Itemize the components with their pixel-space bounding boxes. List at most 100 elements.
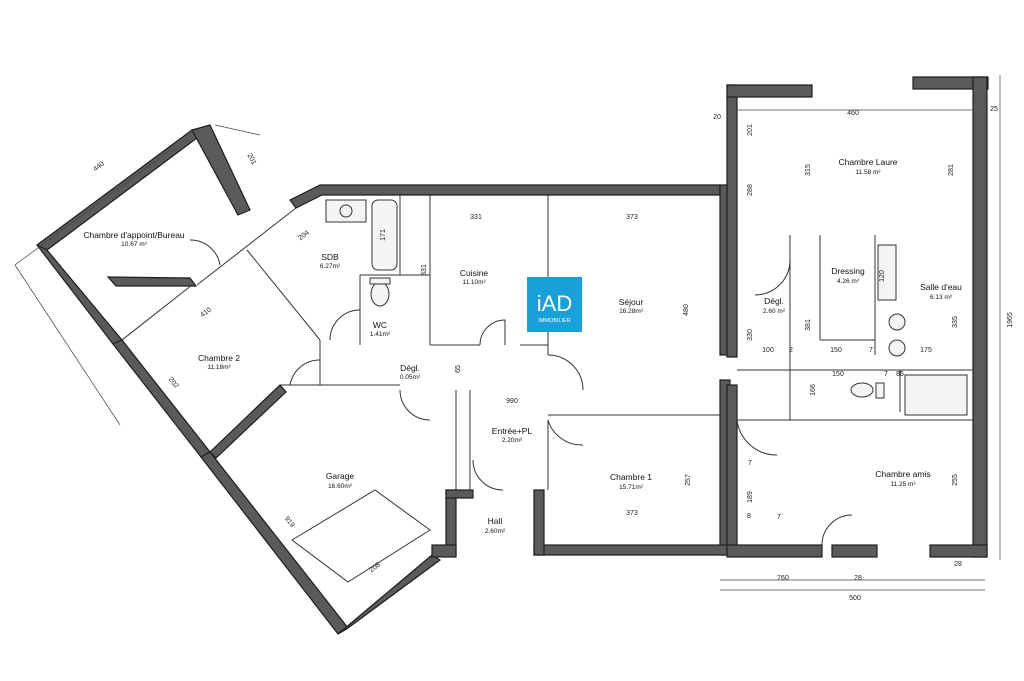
room-name-degl-right: Dégl. — [764, 296, 784, 306]
door-hall — [472, 459, 504, 491]
room-area-salle-eau: 6.13 m² — [930, 294, 953, 301]
door-bureau — [189, 239, 221, 266]
dim-288: 288 — [747, 184, 754, 196]
dim-460: 460 — [847, 110, 859, 117]
dim-2: 2 — [789, 347, 793, 354]
toilet-salle-eau — [850, 382, 874, 398]
door-chambre1 — [547, 419, 584, 446]
dimension-lines — [14, 75, 1001, 591]
wall-chambre1-south — [533, 544, 731, 556]
room-area-wc: 1.41m² — [370, 331, 391, 338]
dim-28-side: 28 — [954, 561, 962, 568]
dim-20: 20 — [713, 114, 721, 121]
interior-walls — [121, 195, 973, 490]
dim-330: 330 — [747, 329, 754, 341]
shelving-dressing — [877, 244, 897, 301]
dim-410: 410 — [199, 306, 213, 319]
dim-65: 65 — [455, 365, 462, 373]
dim-8: 8 — [747, 513, 751, 520]
dim-760: 760 — [777, 575, 789, 582]
door-wc — [329, 309, 361, 341]
dim-919: 919 — [283, 515, 296, 529]
car-outline — [291, 489, 431, 583]
dim-85: 85 — [896, 371, 904, 378]
dim-100: 100 — [762, 347, 774, 354]
room-name-degl-center: Dégl. — [400, 363, 420, 373]
dim-7-b: 7 — [884, 371, 888, 378]
door-chambre2 — [289, 359, 321, 386]
dim-281: 281 — [948, 164, 955, 176]
room-name-sdb: SDB — [321, 252, 339, 262]
logo-brand: iAD — [537, 291, 572, 316]
door-chambre-amis — [736, 419, 778, 456]
room-name-entree: Entrée+PL — [492, 426, 533, 436]
room-area-degl-center: 0.05m² — [400, 374, 421, 381]
dim-28: 28 — [854, 575, 862, 582]
wall-right-south-a — [726, 544, 823, 558]
dim-171: 171 — [380, 229, 387, 241]
dim-480: 480 — [683, 304, 690, 316]
room-name-chambre-appoint: Chambre d'appoint/Bureau — [83, 230, 185, 240]
dim-175: 175 — [920, 347, 932, 354]
sink-salle-eau-1 — [888, 313, 906, 331]
exterior-walls — [35, 76, 989, 635]
dim-201: 201 — [245, 152, 257, 166]
fixtures — [291, 199, 968, 583]
toilet-wc — [370, 281, 390, 307]
dim-381: 381 — [805, 319, 812, 331]
iad-logo: iAD IMMOBILIER — [527, 277, 582, 332]
room-area-chambre1: 15.71m² — [619, 484, 644, 491]
wall-chambre2-west — [112, 339, 211, 458]
wall-chambre2-garage — [209, 384, 287, 459]
wall-bureau-south-inner — [106, 276, 198, 287]
sink-salle-eau-2 — [888, 339, 906, 357]
room-area-cuisine: 11.10m² — [462, 279, 486, 286]
door-cuisine — [479, 319, 506, 346]
dim-25: 25 — [990, 106, 998, 113]
dim-208: 208 — [368, 561, 382, 574]
dim-990: 990 — [506, 398, 518, 405]
dim-440: 440 — [92, 160, 106, 173]
dim-257: 257 — [685, 474, 692, 486]
sink-sdb — [325, 199, 367, 223]
room-area-chambre-laure: 11.58 m² — [855, 169, 881, 176]
wall-bureau-east — [191, 124, 251, 216]
door-sejour — [547, 354, 584, 391]
room-area-chambre2: 11.18m² — [207, 364, 231, 371]
room-area-dressing: 4.26 m² — [837, 278, 860, 285]
room-name-chambre-laure: Chambre Laure — [838, 157, 897, 167]
room-name-cuisine: Cuisine — [460, 268, 489, 278]
dimension-labels: 440 201 204 171 331 331 373 480 410 202 … — [92, 106, 1014, 602]
room-area-sejour: 16.28m² — [619, 308, 644, 315]
wall-right-south-b — [831, 544, 878, 558]
wall-hall-top — [445, 489, 474, 499]
shower — [904, 374, 968, 416]
wall-right-west — [726, 84, 738, 358]
room-area-sdb: 6.27m² — [320, 263, 341, 270]
door-dressing — [754, 259, 791, 296]
dim-7-c: 7 — [777, 514, 781, 521]
room-area-chambre-amis: 11.25 m² — [890, 481, 916, 488]
wall-right-west-lower — [726, 384, 738, 556]
room-name-dressing: Dressing — [831, 266, 865, 276]
dim-335: 335 — [952, 316, 959, 328]
dim-202: 202 — [167, 376, 180, 390]
logo-subtitle: IMMOBILIER — [538, 318, 570, 324]
room-name-sejour: Séjour — [619, 297, 644, 307]
room-name-hall: Hall — [488, 516, 503, 526]
dim-201-right: 201 — [747, 124, 754, 136]
dim-150-a: 150 — [830, 347, 842, 354]
door-garage — [399, 389, 431, 421]
bathtub — [371, 199, 398, 271]
dim-500: 500 — [849, 595, 861, 602]
wall-bureau-west — [36, 244, 123, 345]
room-name-chambre1: Chambre 1 — [610, 472, 652, 482]
dim-7-a: 7 — [869, 347, 873, 354]
dim-331-side: 331 — [421, 264, 428, 276]
room-labels: Chambre d'appoint/Bureau 10.67 m² SDB 6.… — [83, 157, 962, 535]
room-area-chambre-appoint: 10.67 m² — [121, 241, 147, 248]
logo-background — [527, 277, 582, 332]
room-name-chambre-amis: Chambre amis — [875, 469, 930, 479]
dim-166: 166 — [810, 384, 817, 396]
